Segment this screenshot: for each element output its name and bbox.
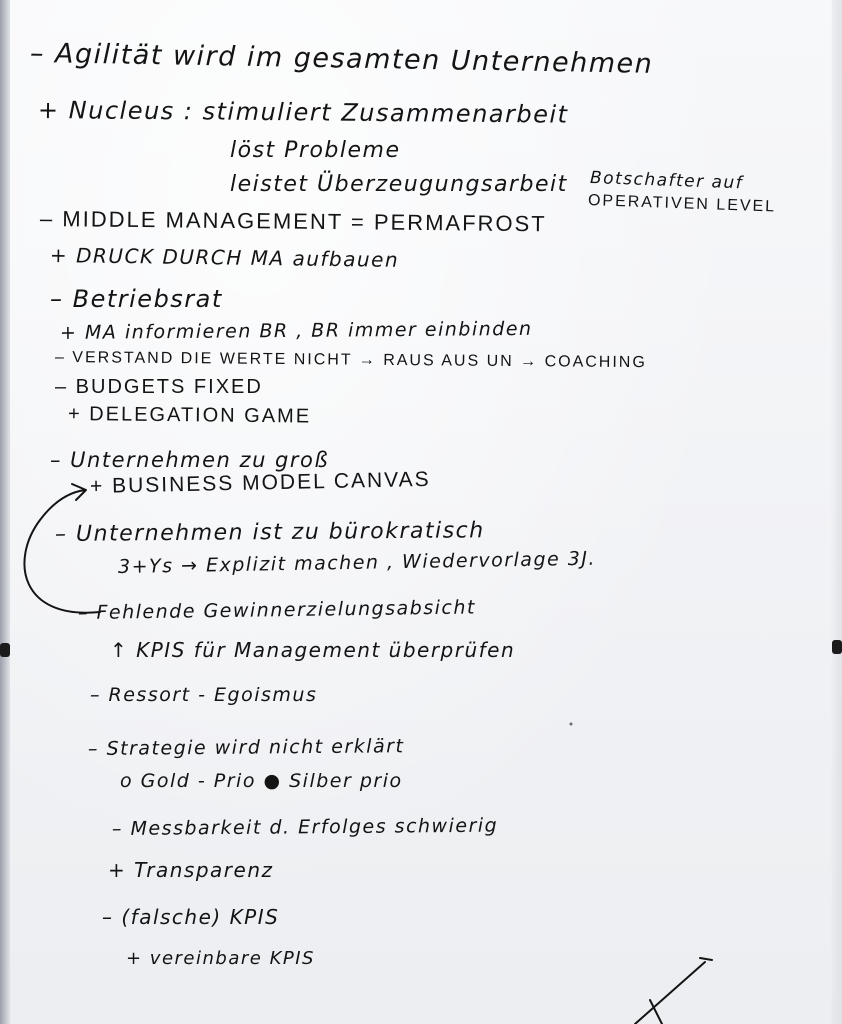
note-line-ueberzeugungsarbeit: leistet Überzeugungsarbeit	[230, 172, 568, 197]
note-line-unternehmen-zu-gross: – Unternehmen zu groß	[50, 448, 330, 472]
note-line-falsche-kpis: – (falsche) KPIS	[102, 905, 280, 929]
connector-arrowhead	[71, 483, 87, 501]
binder-ring-left	[0, 643, 10, 657]
corner-scribble-stroke	[634, 961, 706, 1024]
binder-ring-right	[832, 640, 842, 654]
curved-connector-arrow	[23, 489, 101, 614]
note-line-prio: o Gold - Prio ● Silber prio	[120, 770, 403, 792]
note-line-budgets-fixed: – BUDGETS FIXED	[55, 376, 263, 398]
note-line-loest-probleme: löst Probleme	[230, 138, 401, 163]
note-line-ressort-egoismus: – Ressort - Egoismus	[90, 684, 318, 706]
notepad-sheet	[10, 0, 832, 1024]
note-line-vereinbare-kpis: + vereinbare KPIS	[126, 948, 315, 969]
paper-speck	[569, 722, 573, 726]
corner-scribble-cross	[649, 957, 713, 1024]
note-line-transparenz: + Transparenz	[108, 858, 274, 882]
note-line-kpis-management: ↑ KPIS für Management überprüfen	[110, 638, 516, 662]
paper-right-edge	[830, 0, 842, 1024]
note-line-betriebsrat: – Betriebsrat	[50, 285, 223, 313]
